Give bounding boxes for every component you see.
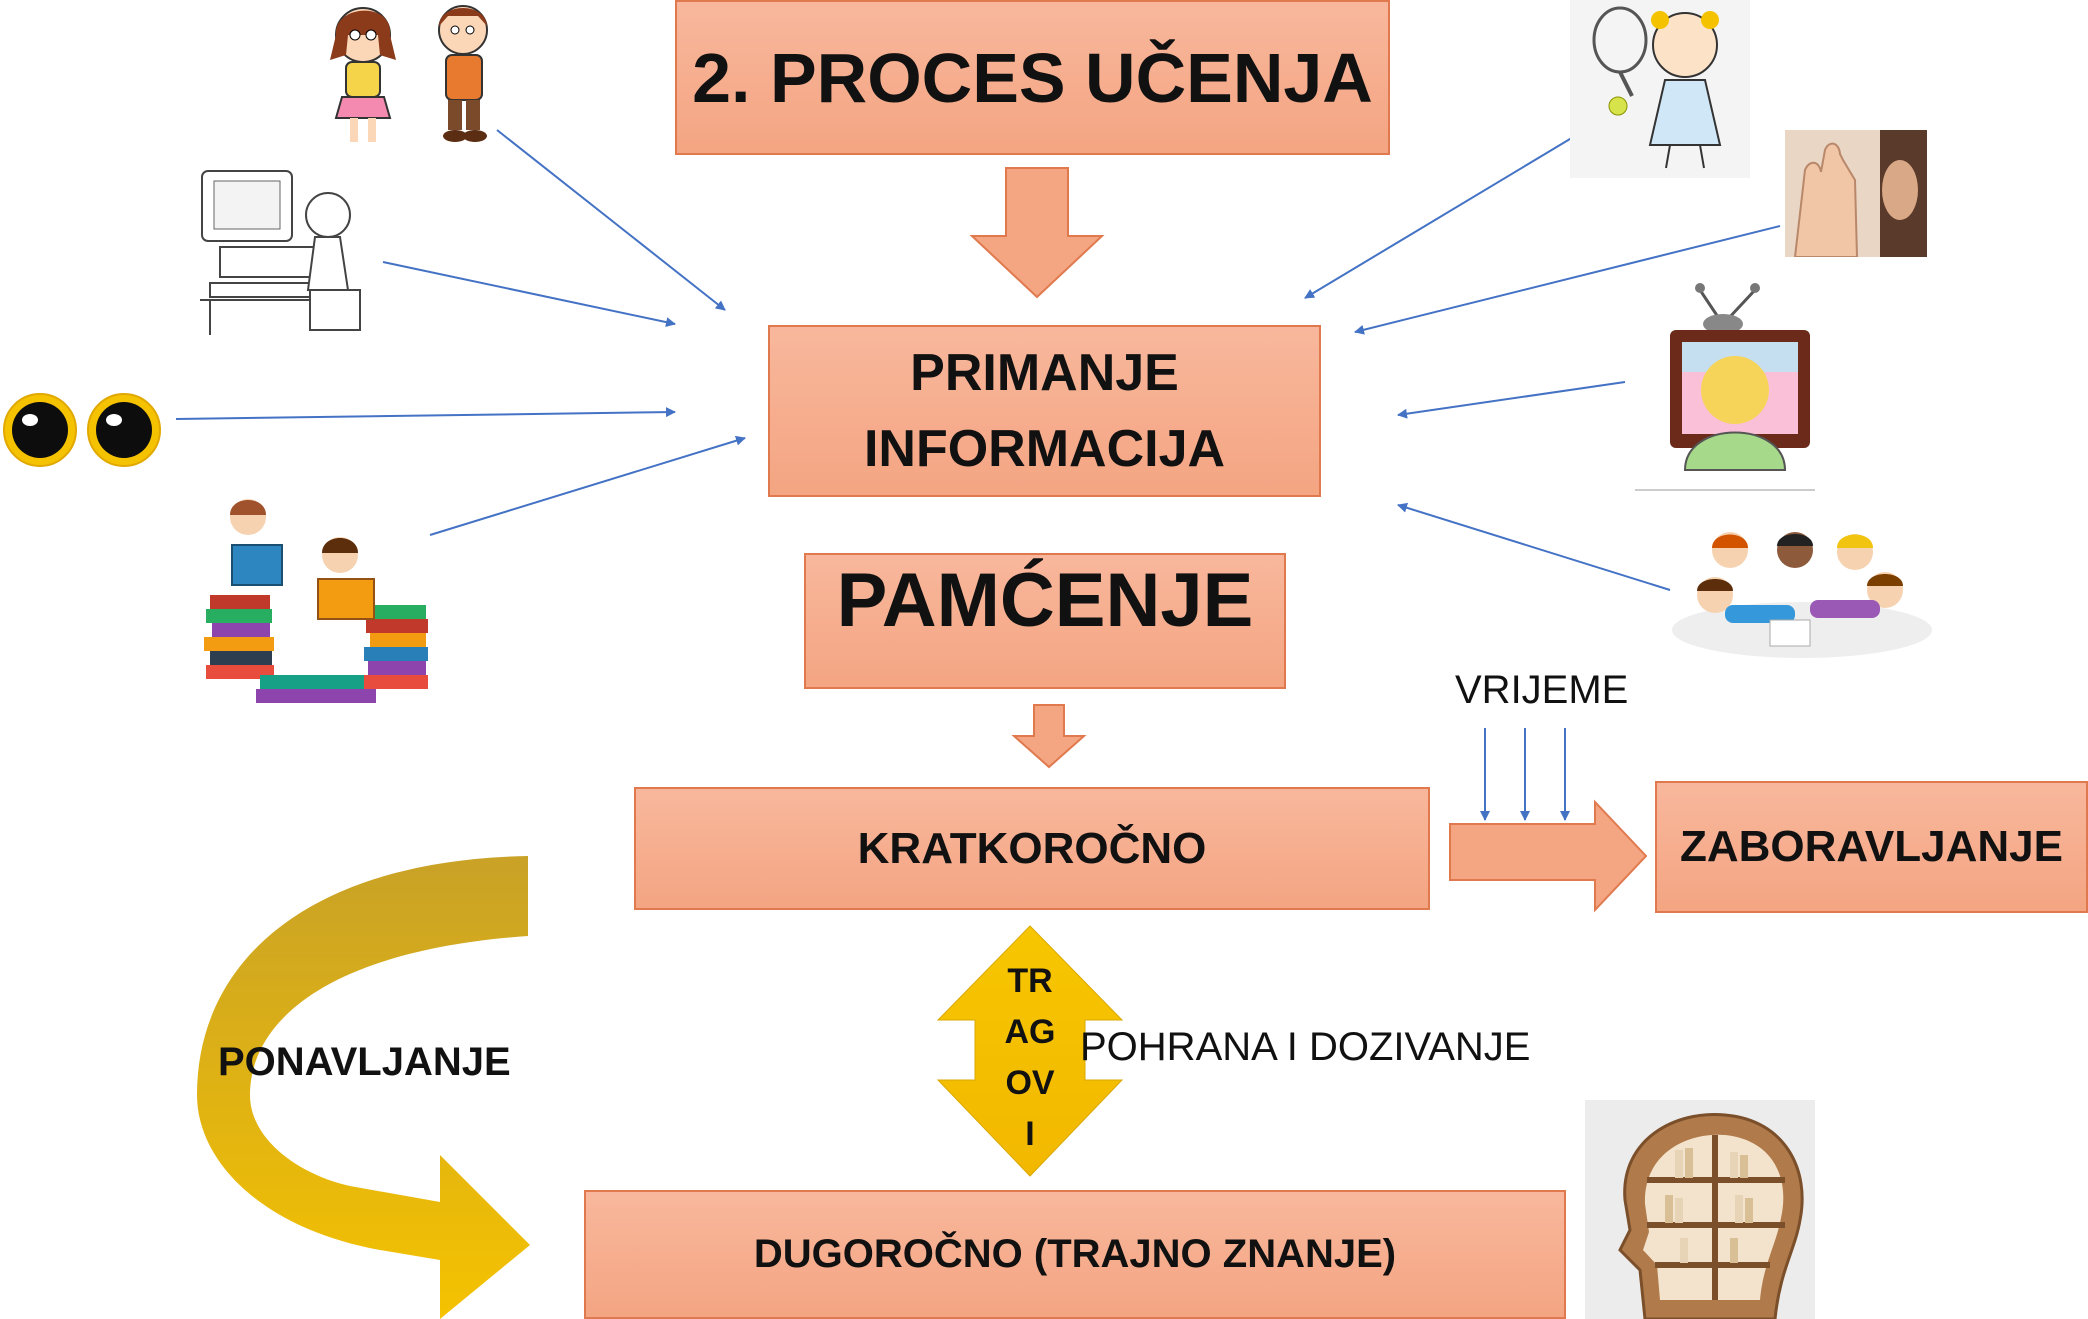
input-arrow-left-2 (382, 261, 676, 328)
receiving-label-line1: PRIMANJE (910, 344, 1179, 402)
traces-label: TR AG OV I (990, 956, 1070, 1160)
input-arrow-right-1 (1304, 111, 1616, 299)
receiving-label-line2: INFORMACIJA (863, 420, 1226, 478)
title-box: 2. PROCES UČENJA (675, 0, 1390, 155)
time-label: VRIJEME (1455, 668, 1629, 712)
forgetting-box: ZABORAVLJANJE (1655, 781, 2088, 913)
input-arrow-left-1 (496, 129, 726, 311)
hand-at-ear-icon (1785, 130, 1927, 257)
talking-children-icon (330, 5, 488, 142)
girl-with-tennis-racket-icon (1570, 0, 1750, 178)
child-watching-tv-icon (1635, 283, 1815, 491)
forgetting-right-arrow (1449, 799, 1648, 913)
traces-part: AG (1004, 1013, 1056, 1051)
input-arrow-left-4 (429, 435, 746, 536)
repetition-curved-arrow (197, 856, 530, 1319)
traces-part: TR (1007, 962, 1053, 1000)
input-arrow-right-3 (1397, 381, 1626, 419)
long-term-box: DUGOROČNO (TRAJNO ZNANJE) (584, 1190, 1566, 1319)
input-arrow-right-2 (1354, 225, 1781, 335)
children-drawing-icon (1672, 532, 1932, 658)
traces-double-arrow (936, 925, 1124, 1177)
repetition-label: PONAVLJANJE (218, 1040, 511, 1084)
short-term-box: KRATKOROČNO (634, 787, 1430, 910)
pamcenje-down-arrow (1011, 704, 1087, 769)
memory-label: PAMĆENJE (836, 558, 1254, 643)
page-title: 2. PROCES UČENJA (692, 38, 1373, 117)
children-reading-books-icon (204, 499, 428, 703)
input-arrow-right-4 (1397, 502, 1671, 591)
traces-part: I (1025, 1115, 1035, 1153)
head-bookshelf-icon (1585, 1100, 1815, 1319)
receiving-information-box: PRIMANJE INFORMACIJA (768, 325, 1321, 497)
input-arrow-left-3 (175, 407, 676, 420)
title-down-arrow (969, 167, 1105, 299)
short-term-label: KRATKOROČNO (857, 823, 1207, 873)
memory-box: PAMĆENJE (804, 553, 1286, 689)
child-at-computer-icon (200, 170, 361, 335)
long-term-label: DUGOROČNO (TRAJNO ZNANJE) (753, 1232, 1397, 1276)
traces-part: OV (1005, 1064, 1055, 1102)
forgetting-label: ZABORAVLJANJE (1679, 822, 2063, 871)
eyes-icon (3, 393, 161, 467)
storage-retrieval-label: POHRANA I DOZIVANJE (1080, 1025, 1531, 1069)
